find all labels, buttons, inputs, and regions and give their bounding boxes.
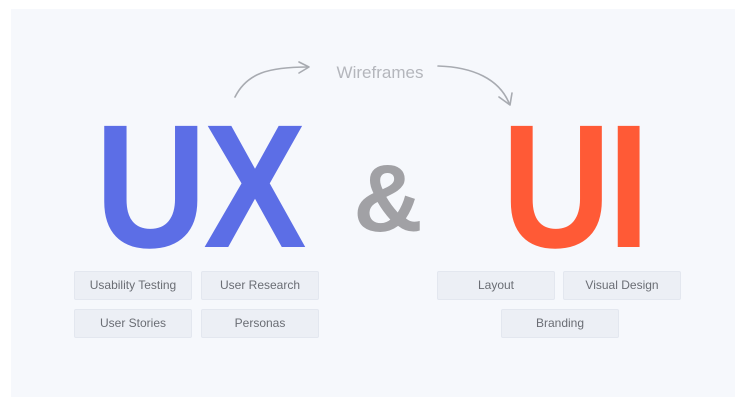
ux-heading: UX <box>94 89 307 285</box>
wireframes-label: Wireframes <box>336 63 424 82</box>
ux-tag-user-research: User Research <box>201 271 319 300</box>
ampersand-symbol: & <box>353 145 423 252</box>
diagram-canvas: Wireframes UX & UI Usability Testing Use… <box>11 9 735 397</box>
left-arrow-head <box>298 61 310 74</box>
ui-tag-branding: Branding <box>501 309 619 338</box>
ui-tag-layout: Layout <box>437 271 555 300</box>
ux-tag-personas: Personas <box>201 309 319 338</box>
ux-tag-usability-testing: Usability Testing <box>74 271 192 300</box>
ui-heading: UI <box>501 89 650 285</box>
ux-tag-user-stories: User Stories <box>74 309 192 338</box>
ui-tag-visual-design: Visual Design <box>563 271 681 300</box>
right-curved-arrow <box>437 65 510 104</box>
